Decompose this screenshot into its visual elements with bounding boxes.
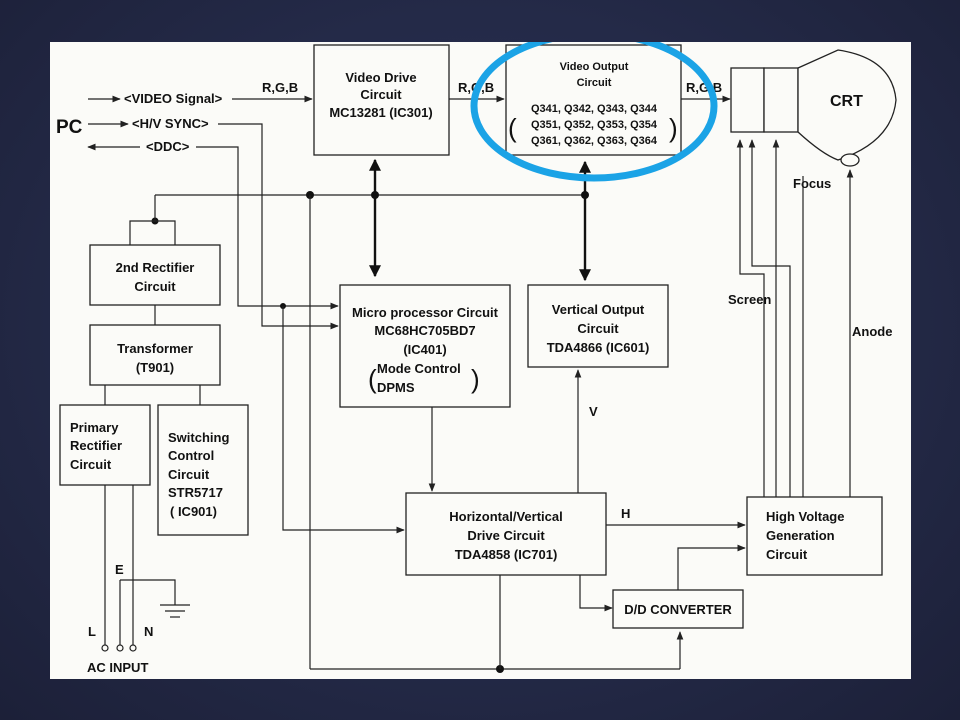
hv-drive-line3: TDA4858 (IC701)	[455, 547, 558, 562]
primary-rectifier-line2: Rectifier	[70, 438, 122, 453]
sync-to-hv-drive-wire	[282, 306, 405, 534]
microprocessor-line2: MC68HC705BD7	[374, 323, 475, 338]
transistor-row-1: Q341, Q342, Q343, Q344	[531, 103, 658, 115]
close-paren: )	[471, 364, 480, 394]
video-drive-line3: MC13281 (IC301)	[329, 105, 432, 120]
pc-label: PC	[56, 117, 83, 138]
close-paren: )	[669, 113, 678, 143]
video-drive-line2: Circuit	[360, 87, 402, 102]
microprocessor-line3: (IC401)	[403, 342, 446, 357]
open-paren: (	[368, 364, 377, 394]
ddc-to-micro-wire	[196, 146, 339, 310]
ac-l-label: L	[88, 624, 96, 639]
vertical-output-line1: Vertical Output	[552, 302, 645, 317]
hv-drive-box	[405, 492, 607, 576]
transistor-row-3: Q361, Q362, Q363, Q364	[531, 135, 658, 147]
microprocessor-line1: Micro processor Circuit	[352, 305, 499, 320]
crt-monitor-block-diagram: PC <VIDEO Signal> R,G,B <H/V SYNC> <DDC>…	[56, 30, 897, 675]
switching-control-line5: ( IC901)	[170, 504, 217, 519]
open-paren: (	[508, 113, 517, 143]
second-rectifier-line1: 2nd Rectifier	[116, 260, 195, 275]
second-rectifier-line2: Circuit	[134, 279, 176, 294]
crt-label: CRT	[830, 93, 863, 110]
block-diagram-panel: PC <VIDEO Signal> R,G,B <H/V SYNC> <DDC>…	[50, 30, 911, 679]
microprocessor-line5: DPMS	[377, 380, 415, 395]
earth-wire	[120, 579, 176, 605]
switching-control-box	[157, 404, 249, 536]
switching-control-line4: STR5717	[168, 485, 223, 500]
second-rectifier-box	[89, 244, 221, 306]
primary-rectifier-line1: Primary	[70, 420, 119, 435]
dd-to-high-voltage-arrow	[677, 544, 746, 590]
transformer-box	[89, 324, 221, 386]
video-output-line1: Video Output	[560, 61, 629, 73]
sync-to-micro-wire	[218, 123, 339, 330]
sync-signal-label: <H/V SYNC>	[132, 116, 209, 131]
screen-wire-1	[748, 139, 791, 497]
vertical-output-line2: Circuit	[577, 321, 619, 336]
terminal-n	[129, 644, 137, 652]
microprocessor-line4: Mode Control	[377, 361, 461, 376]
terminal-e	[116, 644, 124, 652]
vertical-output-line3: TDA4866 (IC601)	[547, 340, 650, 355]
crt-neck-section-2	[763, 67, 799, 133]
rectifier-output-loop	[129, 220, 176, 245]
high-voltage-box	[746, 496, 883, 576]
vertical-output-box	[527, 284, 669, 368]
terminal-l	[101, 644, 109, 652]
ac-input-label: AC INPUT	[87, 660, 148, 675]
h-label: H	[621, 506, 630, 521]
switching-control-line3: Circuit	[168, 467, 210, 482]
v-label: V	[589, 404, 598, 419]
high-voltage-line1: High Voltage	[766, 509, 844, 524]
high-voltage-line2: Generation	[766, 528, 835, 543]
video-output-line2: Circuit	[577, 77, 612, 89]
video-drive-line1: Video Drive	[345, 70, 416, 85]
video-output-box	[505, 44, 682, 156]
video-drive-box	[313, 44, 450, 156]
video-signal-label: <VIDEO Signal>	[124, 91, 223, 106]
hv-drive-to-dd-arrow	[579, 575, 613, 612]
ac-n-label: N	[144, 624, 153, 639]
switching-control-line2: Control	[168, 448, 214, 463]
hv-drive-line2: Drive Circuit	[467, 528, 545, 543]
rgb-label-1: R,G,B	[262, 80, 298, 95]
high-voltage-line3: Circuit	[766, 547, 808, 562]
ac-e-label: E	[115, 562, 124, 577]
primary-rectifier-line3: Circuit	[70, 457, 112, 472]
transformer-line2: (T901)	[136, 360, 174, 375]
transformer-line1: Transformer	[117, 341, 193, 356]
screen-wire-2	[736, 139, 765, 497]
dd-converter-box	[612, 589, 744, 629]
ddc-signal-label: <DDC>	[146, 139, 190, 154]
focus-label: Focus	[793, 176, 831, 191]
switching-control-line1: Switching	[168, 430, 229, 445]
transistor-row-2: Q351, Q352, Q353, Q354	[531, 119, 658, 131]
crt-tube	[797, 49, 897, 161]
crt-anode-cap	[840, 153, 860, 167]
microprocessor-box	[339, 284, 511, 408]
dd-converter-label: D/D CONVERTER	[624, 602, 732, 617]
crt-neck-section-1	[730, 67, 765, 133]
hv-drive-line1: Horizontal/Vertical	[449, 509, 562, 524]
screen-label: Screen	[728, 292, 771, 307]
anode-label: Anode	[852, 324, 892, 339]
